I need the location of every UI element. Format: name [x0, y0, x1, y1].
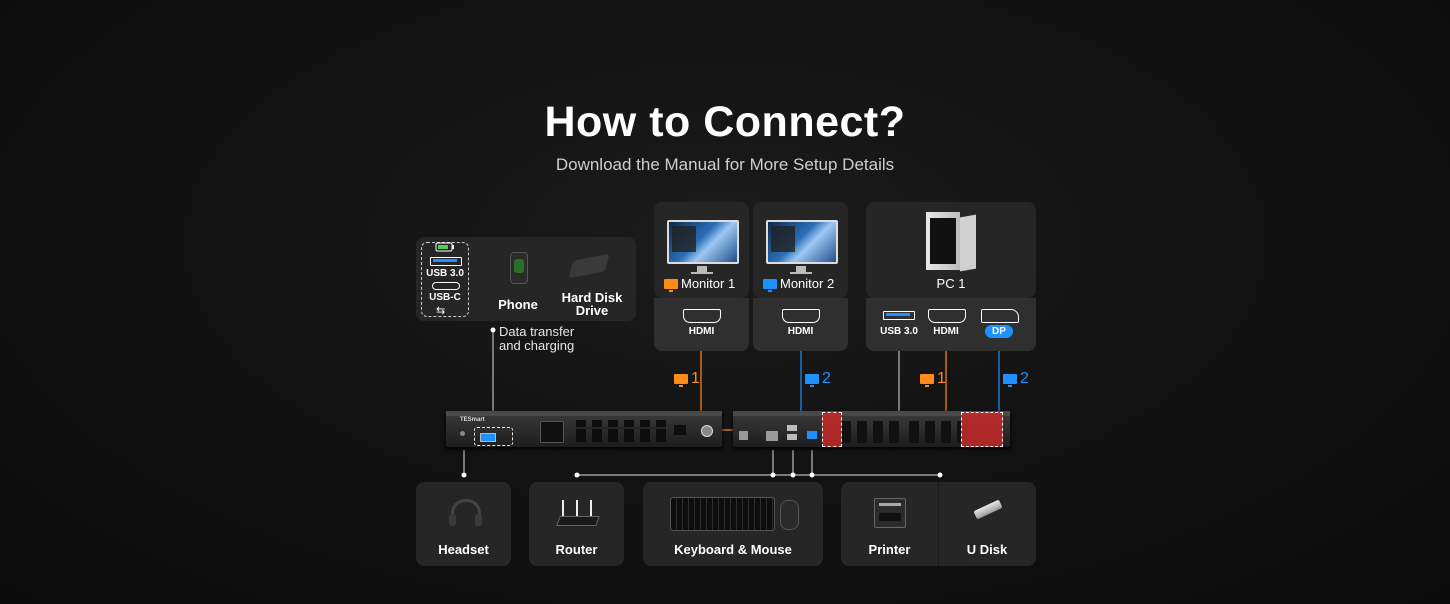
- mouse-icon: [780, 500, 799, 530]
- headset-label: Headset: [438, 542, 489, 557]
- pc-port-panel: [866, 298, 1036, 351]
- hdd-label-line2: Drive: [575, 303, 609, 318]
- monitor2-hdmi-icon: [782, 309, 820, 323]
- usb-note-line2: and charging: [499, 338, 575, 353]
- card-divider: [938, 482, 939, 566]
- monitor1-port-panel: [654, 298, 749, 351]
- monitor2-channel-left: 2: [805, 370, 831, 388]
- monitor1-port-label: HDMI: [688, 326, 715, 337]
- channel-1-right: 1: [937, 370, 946, 387]
- usb-note: Data transfer and charging: [499, 325, 574, 353]
- router-icon: [556, 500, 600, 528]
- pc-dp-label: DP: [985, 325, 1013, 338]
- channel-1-left: 1: [691, 370, 700, 387]
- swap-arrows-icon: ⇆: [436, 305, 446, 317]
- cable-connector: [701, 425, 713, 437]
- monitor2-color-icon: [763, 278, 777, 292]
- keyboard-icon: [670, 497, 775, 531]
- printer-icon: [874, 498, 906, 528]
- usb-a-port-icon: [430, 257, 462, 266]
- monitor2-label-row: Monitor 2: [763, 276, 835, 292]
- phone-label: Phone: [498, 297, 538, 312]
- monitor2-label: Monitor 2: [780, 276, 835, 291]
- monitor2-icon: [766, 220, 838, 274]
- pc-tower-icon: [926, 212, 976, 272]
- pc-dp-icon: [981, 309, 1019, 323]
- pc-hdmi-icon: [928, 309, 966, 323]
- pc-usb-label: USB 3.0: [880, 326, 918, 337]
- monitor-orange-icon: [920, 374, 934, 387]
- rear-input-highlight: [961, 412, 1003, 447]
- printer-label: Printer: [868, 542, 911, 557]
- hdd-label-line1: Hard Disk: [561, 290, 623, 305]
- front-usb-highlight: [474, 427, 513, 446]
- router-label: Router: [555, 542, 598, 557]
- usb-note-line1: Data transfer: [499, 324, 575, 339]
- monitor1-icon: [667, 220, 739, 274]
- monitor-blue-icon: [805, 374, 819, 387]
- monitor1-label-row: Monitor 1: [664, 276, 736, 292]
- headset-icon: [449, 499, 482, 526]
- monitor2-channel-right: 2: [1003, 370, 1029, 388]
- monitor1-channel-right: 1: [920, 370, 946, 388]
- rear-output-highlight: [822, 412, 842, 447]
- pc-usb-port-icon: [883, 311, 915, 320]
- monitor-orange-icon: [674, 374, 688, 387]
- page-subtitle: Download the Manual for More Setup Detai…: [555, 155, 895, 174]
- channel-2-right: 2: [1020, 370, 1029, 387]
- monitor2-port-panel: [753, 298, 848, 351]
- monitor1-hdmi-icon: [683, 309, 721, 323]
- brand-label: TESmart: [460, 417, 485, 423]
- usb-c-port-icon: [432, 282, 460, 290]
- monitor1-color-icon: [664, 278, 678, 292]
- monitor-blue-icon: [1003, 374, 1017, 387]
- udisk-label: U Disk: [966, 542, 1008, 557]
- hdd-label: Hard Disk Drive: [555, 291, 629, 317]
- channel-2-left: 2: [822, 370, 831, 387]
- pc-hdmi-label: HDMI: [933, 326, 959, 337]
- usb30-label: USB 3.0: [426, 268, 464, 279]
- page-title: How to Connect?: [544, 98, 906, 146]
- kvm-front-panel: TESmart: [446, 411, 722, 447]
- monitor1-label: Monitor 1: [681, 276, 736, 291]
- monitor1-channel-left: 1: [674, 370, 700, 388]
- phone-icon: [510, 252, 528, 284]
- pc-label: PC 1: [936, 276, 966, 291]
- keyboard-mouse-label: Keyboard & Mouse: [674, 542, 792, 557]
- usbc-label: USB-C: [429, 292, 461, 303]
- monitor2-port-label: HDMI: [787, 326, 814, 337]
